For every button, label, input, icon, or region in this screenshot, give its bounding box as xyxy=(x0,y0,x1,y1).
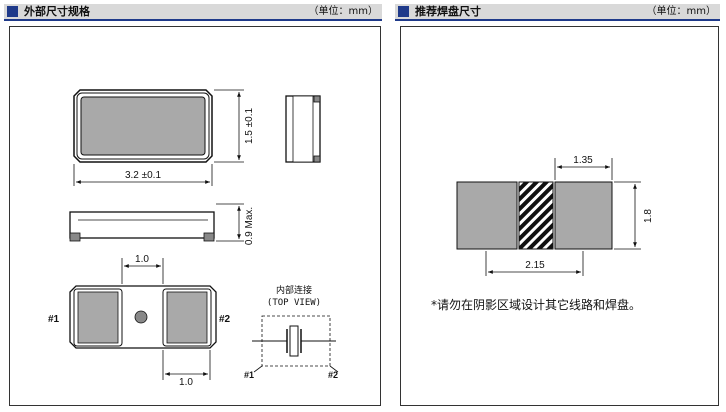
outline-drawing: 1.5 ±0.1 3.2 ±0.1 0.9 Max. xyxy=(48,89,339,388)
width-dimension: 1.5 ±0.1 xyxy=(244,108,255,145)
internal-pin2-label: #2 xyxy=(328,370,338,380)
panel-title: 推荐焊盘尺寸 xyxy=(415,5,481,18)
panel-title: 外部尺寸规格 xyxy=(24,5,90,18)
keep-out-area xyxy=(518,181,554,250)
pad-span-dimension: 2.15 xyxy=(525,260,545,271)
internal-pin1-label: #1 xyxy=(244,370,254,380)
length-dimension: 3.2 ±0.1 xyxy=(125,170,162,181)
panel-header: 推荐焊盘尺寸 （单位：mm） xyxy=(395,4,720,21)
side-view xyxy=(69,211,215,242)
internal-subtitle: (TOP VIEW) xyxy=(267,298,321,308)
keep-out-note: *请勿在阴影区域设计其它线路和焊盘。 xyxy=(431,298,642,312)
external-dimensions-panel: 外部尺寸规格 （单位：mm） 1.5 ±0.1 3.2 ±0.1 xyxy=(4,4,382,406)
pin1-label: #1 xyxy=(48,314,60,325)
pad-width-dimension: 1.35 xyxy=(573,155,593,166)
internal-title: 内部连接 xyxy=(276,284,312,295)
pin2-label: #2 xyxy=(219,314,231,325)
bottom-pitch-dimension: 1.0 xyxy=(179,377,193,388)
crystal-symbol xyxy=(252,315,339,373)
unit-label: （单位：mm） xyxy=(646,6,716,17)
bottom-view xyxy=(69,285,217,349)
header-marker-icon xyxy=(7,6,18,17)
panel-header: 外部尺寸规格 （单位：mm） xyxy=(4,4,382,21)
pad-height-dimension: 1.8 xyxy=(643,209,654,223)
height-dimension: 0.9 Max. xyxy=(244,207,255,245)
end-view xyxy=(285,95,321,163)
land-pattern-drawing: 1.35 1.8 2.15 xyxy=(456,155,654,276)
solder-pad-right xyxy=(554,181,613,250)
solder-pad-left xyxy=(456,181,518,250)
top-view xyxy=(73,89,213,163)
header-marker-icon xyxy=(398,6,409,17)
recommended-land-pattern-panel: 推荐焊盘尺寸 （单位：mm） 1.35 1.8 2.15 xyxy=(395,4,720,406)
unit-label: （单位：mm） xyxy=(308,6,378,17)
top-pitch-dimension: 1.0 xyxy=(135,254,149,265)
